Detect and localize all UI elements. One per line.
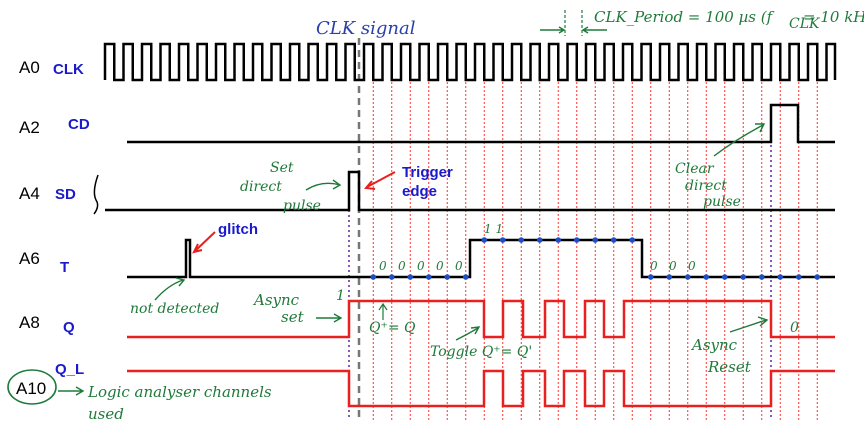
t-sample-dot	[573, 237, 580, 243]
async-set-arrow	[316, 313, 343, 323]
signal-name-cd: CD	[68, 116, 90, 133]
t-sample-dot	[555, 237, 562, 243]
sd-waveform	[105, 170, 835, 212]
t-low-value-1: 0	[379, 259, 387, 273]
q-hold-arrow	[378, 302, 388, 320]
clear-direct-label-2: direct	[685, 178, 727, 194]
async-set-label-2: set	[281, 308, 305, 326]
t-sample-dot	[758, 274, 765, 280]
signal-name-t: T	[60, 259, 69, 276]
channels-used-label-1: Logic analyser channels	[87, 383, 272, 401]
t-sample-dot	[666, 274, 673, 280]
t-low-value-4: 0	[436, 259, 444, 273]
q-l-waveform	[127, 369, 835, 408]
set-direct-label-1: Set	[270, 160, 294, 176]
trigger-label-1: Trigger	[402, 164, 453, 181]
channel-id-a8: A8	[19, 313, 40, 332]
t-low-value-7: 0	[669, 259, 677, 273]
t-sample-dot	[610, 237, 617, 243]
async-set-value: 1	[336, 288, 345, 304]
channels-used-arrow	[58, 386, 85, 396]
toggle-label: Toggle Q⁺= Q'	[430, 344, 532, 360]
t-sample-dot	[814, 274, 821, 280]
t-sample-dot	[629, 237, 636, 243]
signal-name-clk: CLK	[53, 61, 84, 78]
set-direct-label-3: pulse	[283, 198, 321, 214]
t-high-values: 1 1	[484, 222, 503, 236]
set-direct-label-2: direct	[240, 179, 282, 195]
sd-break-mark	[93, 174, 99, 215]
clk-freq-text: = 10 kHz)	[803, 8, 864, 26]
t-sample-dot	[536, 237, 543, 243]
t-sample-dot	[795, 274, 802, 280]
t-sample-dot	[518, 237, 525, 243]
signal-name-sd: SD	[55, 186, 76, 203]
set-direct-arrow	[305, 179, 342, 191]
async-reset-arrow	[729, 316, 769, 333]
channels-used-label-2: used	[88, 405, 124, 423]
t-low-value-6: 0	[650, 259, 658, 273]
signal-name-q-l: Q_L	[55, 361, 84, 378]
t-low-value-3: 0	[417, 259, 425, 273]
t-sample-dot	[499, 237, 506, 243]
cd-waveform	[127, 103, 835, 144]
t-sample-dot	[721, 274, 728, 280]
t-sample-dot	[444, 274, 451, 280]
t-sample-dot	[425, 274, 432, 280]
t-waveform	[127, 238, 835, 279]
clk-signal-title: CLK signal	[316, 18, 416, 39]
clear-direct-label-1: Clear	[675, 161, 715, 177]
clear-direct-arrow	[713, 123, 766, 157]
glitch-label: glitch	[218, 221, 258, 238]
async-reset-label-2: Reset	[707, 358, 752, 376]
trigger-arrow	[364, 171, 396, 190]
q-hold-label: Q⁺= Q	[369, 320, 416, 336]
clear-direct-label-3: pulse	[703, 194, 741, 210]
clock-edge-markers	[372, 82, 818, 420]
t-low-value-2: 0	[398, 259, 406, 273]
toggle-arrow	[455, 326, 481, 341]
clk-period-annotation: CLK_Period = 100 µs (f CLK = 10 kHz)	[540, 8, 864, 36]
t-sample-dot	[462, 274, 469, 280]
async-set-label-1: Async	[252, 291, 300, 309]
t-sample-dot	[684, 274, 691, 280]
channel-id-a4: A4	[19, 184, 40, 203]
not-detected-label: not detected	[130, 301, 219, 317]
t-sample-dot	[388, 274, 395, 280]
trigger-label-2: edge	[402, 183, 437, 200]
glitch-arrow	[192, 231, 216, 254]
signal-name-q: Q	[63, 319, 75, 336]
channel-id-a0: A0	[19, 58, 40, 77]
t-sample-dot	[777, 274, 784, 280]
t-sample-dot	[481, 237, 488, 243]
channel-id-a2: A2	[19, 118, 40, 137]
clk-waveform	[103, 42, 837, 82]
channel-id-a10: A10	[16, 379, 46, 398]
clk-freq-subscript: CLK	[789, 16, 821, 32]
t-sample-dot	[370, 274, 377, 280]
reset-value: 0	[790, 320, 799, 336]
channel-id-a6: A6	[19, 249, 40, 268]
t-sample-dot	[592, 237, 599, 243]
not-detected-arrow	[154, 277, 186, 301]
t-low-value-5: 0	[455, 259, 463, 273]
async-reset-label-1: Async	[690, 336, 738, 354]
t-sample-dot	[647, 274, 654, 280]
t-sample-dot	[740, 274, 747, 280]
t-sample-dots	[370, 237, 821, 280]
t-sample-dot	[407, 274, 414, 280]
a10-circle	[7, 369, 57, 405]
q-waveform	[127, 299, 835, 339]
clk-period-text: CLK_Period = 100 µs (f	[594, 8, 775, 26]
t-low-value-8: 0	[688, 259, 696, 273]
t-sample-dot	[703, 274, 710, 280]
